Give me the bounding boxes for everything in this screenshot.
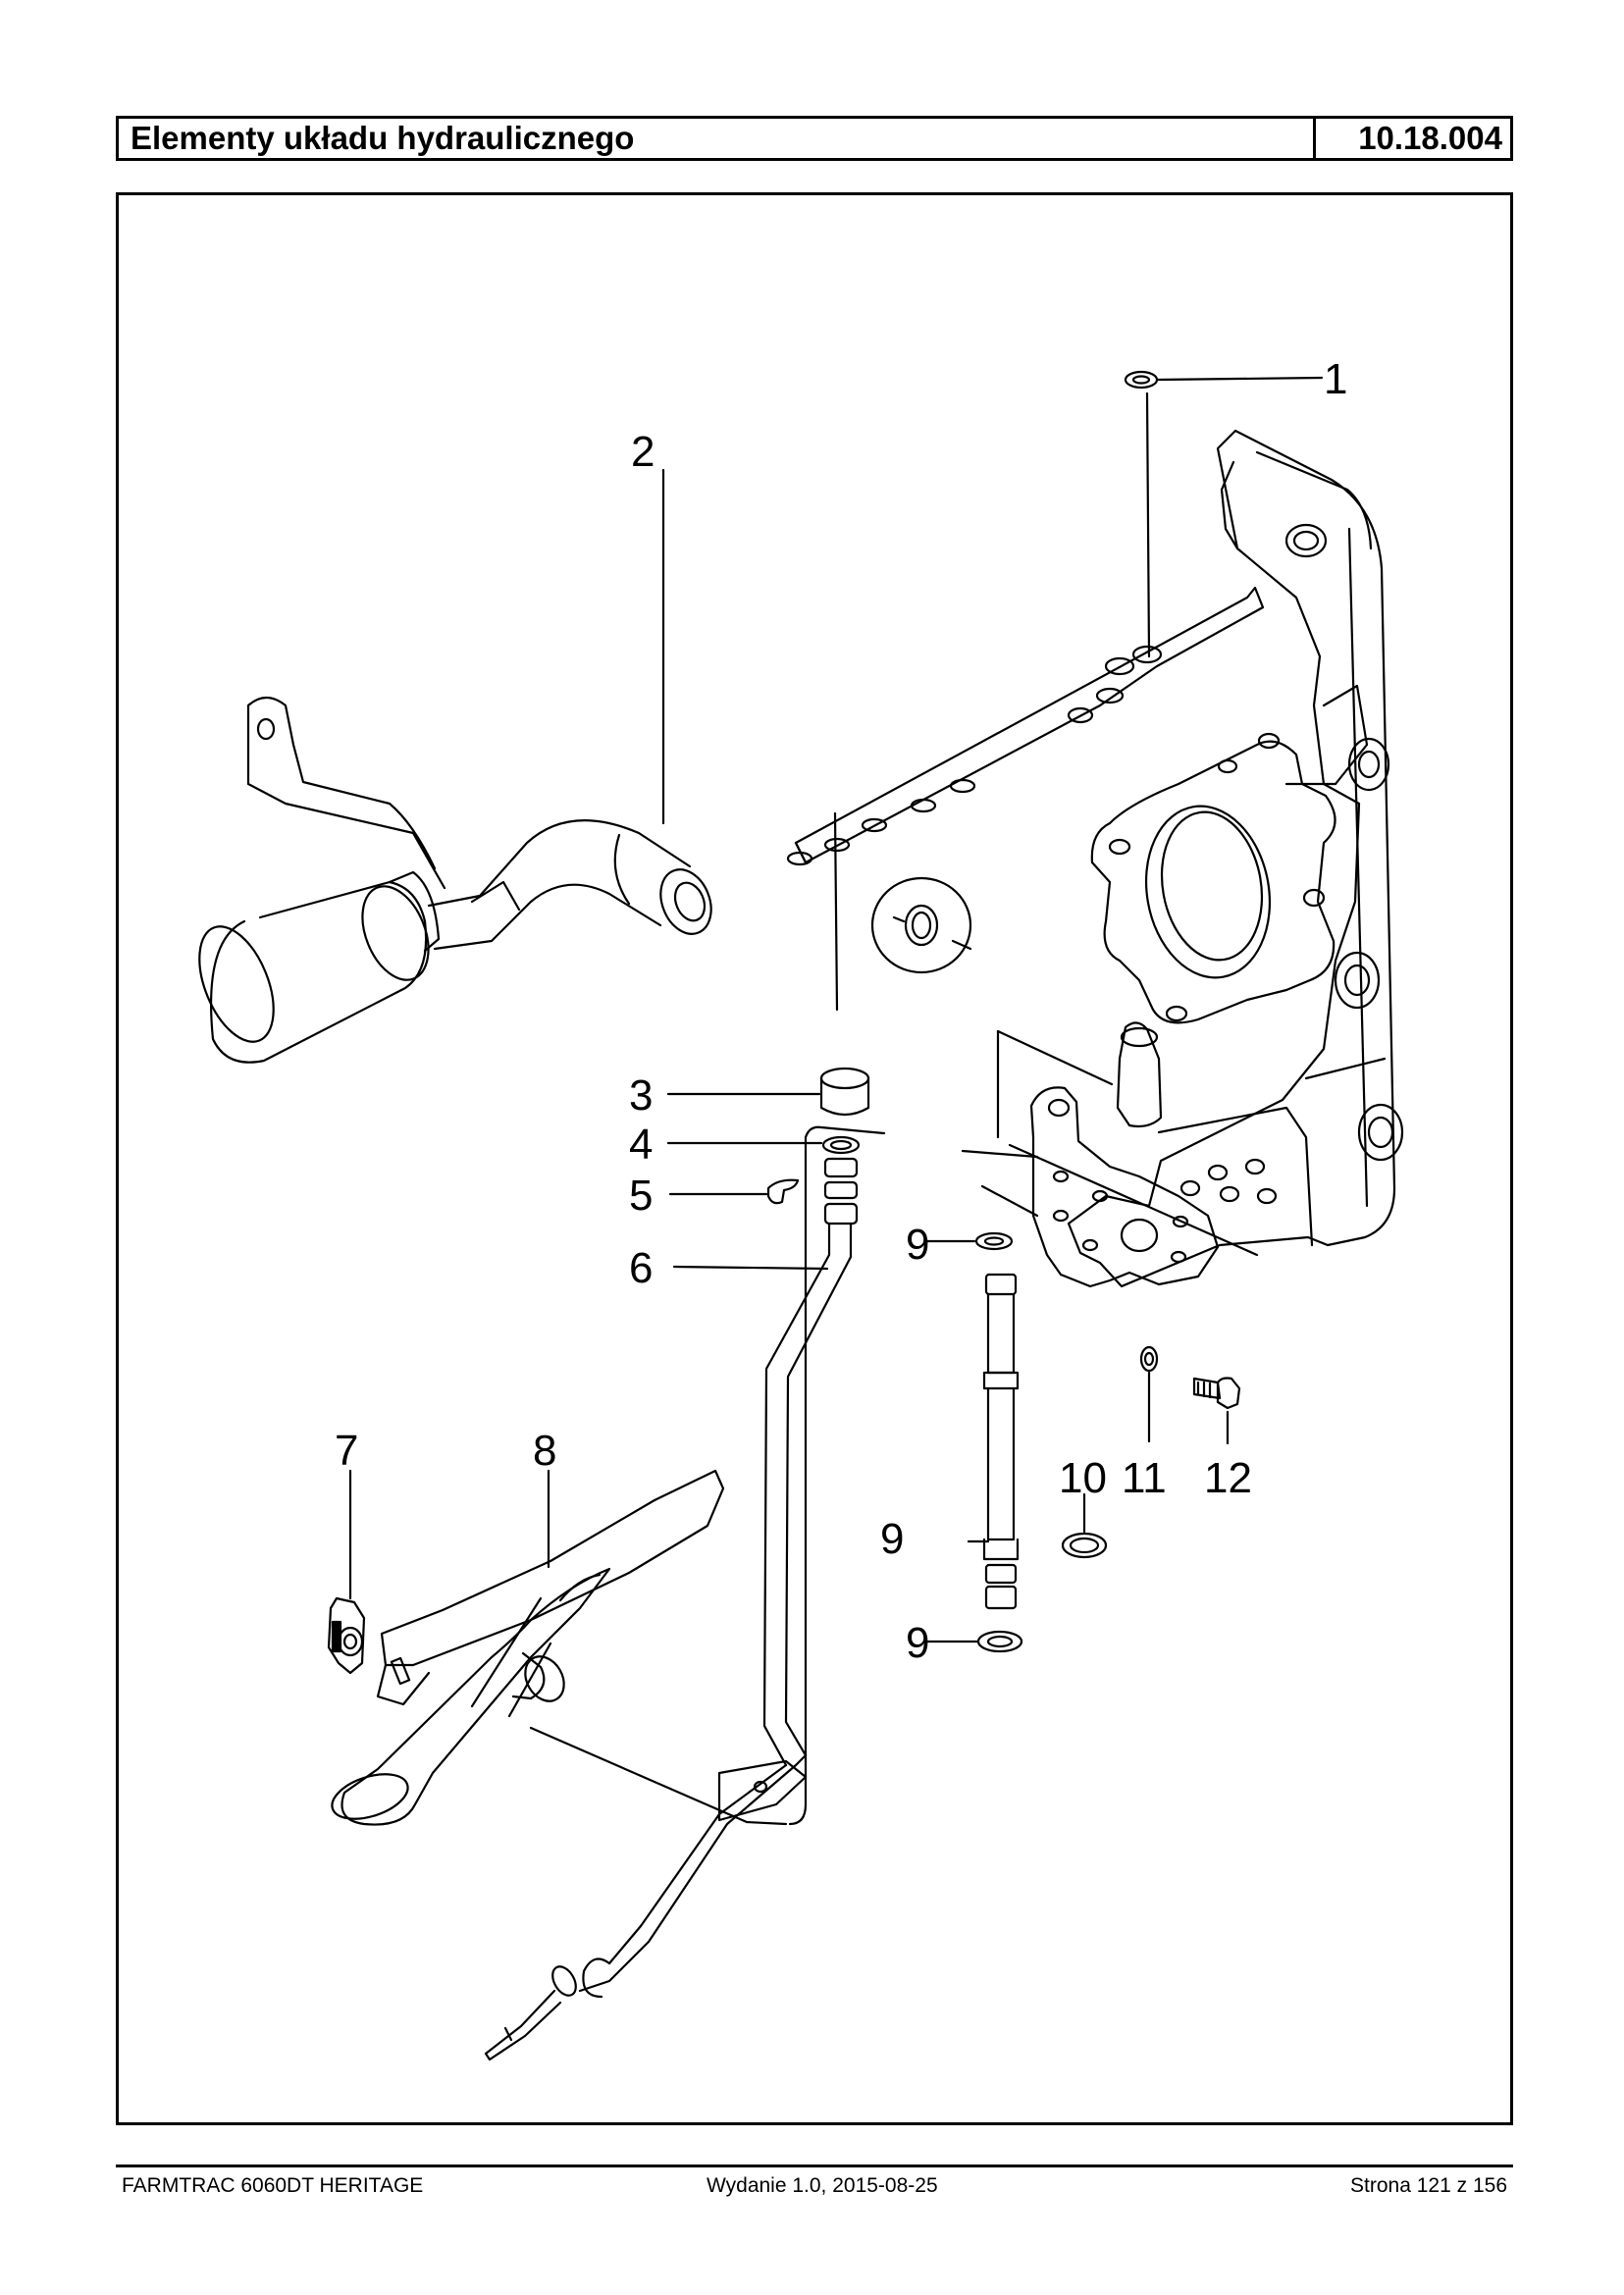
part-9-washer-upper: 9 bbox=[906, 1221, 1014, 1269]
callout-9-upper: 9 bbox=[906, 1221, 929, 1269]
part-1-washer: 1 bbox=[1124, 355, 1347, 658]
part-7-clip: 7 bbox=[327, 1427, 366, 1675]
callout-5: 5 bbox=[629, 1172, 653, 1220]
callout-4: 4 bbox=[629, 1121, 653, 1169]
callout-13: 12 bbox=[1204, 1454, 1252, 1502]
part-11-seal: 10 bbox=[1059, 1454, 1108, 1559]
callout-11: 10 bbox=[1059, 1454, 1107, 1502]
diagram-drawing: 1 2 3 4 bbox=[198, 355, 1404, 2061]
part-13-bolt: 12 bbox=[1192, 1377, 1252, 1502]
part-2-filter-pipe: 2 bbox=[198, 428, 712, 1064]
callout-12: 11 bbox=[1122, 1454, 1167, 1502]
section-code: 10.18.004 bbox=[1358, 120, 1502, 156]
callout-9-lower: 9 bbox=[906, 1619, 929, 1667]
exploded-parts-diagram: 1 2 3 4 bbox=[116, 192, 1513, 2125]
part-6-dipstick-tube: 6 bbox=[484, 1157, 859, 2061]
part-12-washer: 11 bbox=[1122, 1345, 1167, 1502]
part-4-o-ring: 4 bbox=[629, 1121, 861, 1169]
page-title: Elementy układu hydraulicznego bbox=[119, 119, 1316, 158]
callout-7: 7 bbox=[335, 1427, 358, 1475]
assembly-guide-lines bbox=[529, 1125, 886, 1826]
part-5-clip: 5 bbox=[629, 1172, 800, 1220]
callout-8: 8 bbox=[533, 1427, 556, 1475]
footer-page-number: Strona 121 z 156 bbox=[1350, 2174, 1507, 2197]
callout-1: 1 bbox=[1324, 355, 1347, 403]
footer-model: FARMTRAC 6060DT HERITAGE bbox=[122, 2174, 424, 2197]
page-header: Elementy układu hydraulicznego 10.18.004 bbox=[116, 116, 1513, 161]
footer-divider bbox=[116, 2165, 1513, 2167]
hydraulic-housing bbox=[786, 429, 1404, 1288]
callout-10: 9 bbox=[880, 1515, 904, 1563]
callout-2: 2 bbox=[631, 428, 655, 476]
callout-3: 3 bbox=[629, 1071, 653, 1120]
footer-edition: Wydanie 1.0, 2015-08-25 bbox=[707, 2174, 938, 2197]
part-3-bushing: 3 bbox=[629, 1067, 870, 1120]
part-9-washer-lower: 9 bbox=[906, 1619, 1023, 1667]
page-footer: FARMTRAC 6060DT HERITAGE Wydanie 1.0, 20… bbox=[116, 2172, 1513, 2202]
part-10-shaft: 9 bbox=[880, 1273, 1020, 1610]
part-8-bracket: 8 bbox=[331, 1427, 725, 1826]
callout-6: 6 bbox=[629, 1244, 653, 1292]
